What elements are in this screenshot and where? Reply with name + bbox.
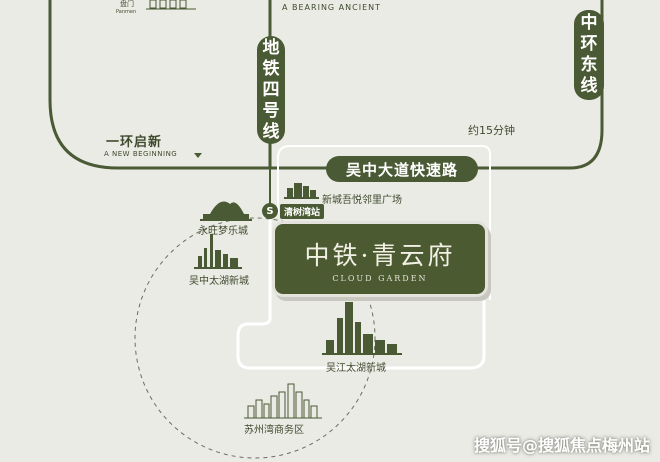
project-name: 中铁·青云府 [304,241,456,270]
wuzhong-taihu-label: 吴中太湖新城 [189,276,249,287]
travel-time-label: 约15分钟 [468,124,515,137]
expressway-branch [277,145,491,300]
qingshuwan-station: S 清树湾站 [262,203,325,219]
suzhouwan-label: 苏州湾商务区 [244,425,304,436]
wujiang-taihu-label: 吴江太湖新城 [326,363,386,374]
panmen-icon [146,0,196,10]
wuzhong-expressway-badge: 吴中大道快速路 [326,156,478,182]
middle-ring-east-badge: 中 环 东 线 [574,10,604,100]
project-card: 中铁·青云府 CLOUD GARDEN [275,224,485,294]
station-name: 清树湾站 [280,203,325,219]
chevron-down-icon [194,153,202,158]
xincheng-plaza-icon [284,183,319,199]
metro-line-4-badge: 地 铁 四 号 线 [257,36,285,144]
ring-road [48,0,604,170]
xincheng-plaza-label: 新城吾悦邻里广场 [322,195,402,206]
wujiang-taihu-icon [322,302,402,355]
yongwang-label: 永旺梦乐城 [198,226,248,237]
panmen-en-label: Panmen [116,9,137,15]
project-name-en: CLOUD GARDEN [332,274,428,283]
suzhouwan-icon [244,383,322,419]
first-ring-label: 一环启新 [106,135,163,150]
bearing-ancient-label: A BEARING ANCIENT [282,3,382,12]
panmen-label: 盘门 [120,0,134,8]
first-ring-en-label: A NEW BEGINNING [104,150,178,158]
radius-circle [134,217,376,459]
yongwang-icon [200,201,252,221]
watermark: 搜狐号@搜狐焦点梅州站 [473,436,650,455]
local-road [236,218,486,370]
wuzhong-taihu-icon [194,234,242,269]
metro-logo-icon: S [262,203,278,219]
